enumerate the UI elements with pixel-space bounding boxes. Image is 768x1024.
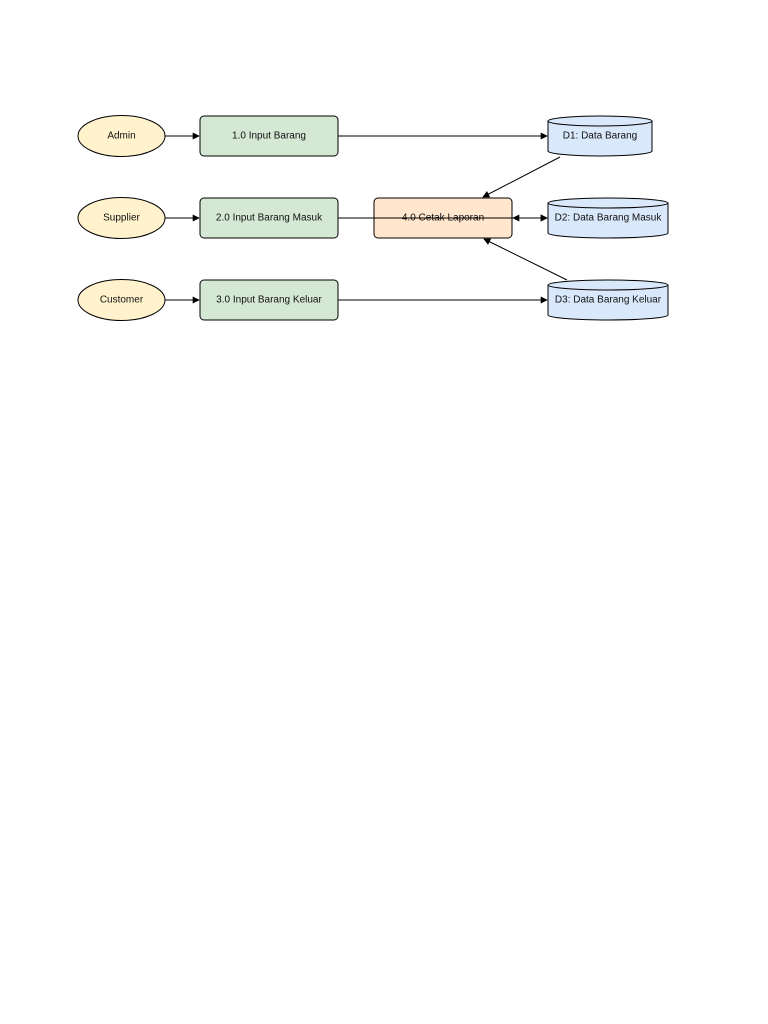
datastore-d3: D3: Data Barang Keluar: [547, 279, 669, 321]
datastore-d1: D1: Data Barang: [547, 115, 653, 157]
datastore-top: [547, 115, 653, 127]
process-input-barang-masuk: 2.0 Input Barang Masuk: [199, 197, 339, 239]
process-input-barang-keluar: 3.0 Input Barang Keluar: [199, 279, 339, 321]
entity-label: Supplier: [103, 213, 140, 224]
flow-d3-to-cetak-laporan: [483, 238, 568, 281]
process-shape: [199, 197, 339, 239]
entity-label: Customer: [100, 295, 144, 306]
entity-shape: [77, 197, 166, 239]
entity-supplier: Supplier: [77, 197, 166, 239]
process-label: 1.0 Input Barang: [232, 131, 306, 142]
datastore-body: [547, 285, 669, 321]
datastore-d2: D2: Data Barang Masuk: [547, 197, 669, 239]
entity-label: Admin: [107, 131, 135, 142]
flow-d1-to-cetak-laporan: [482, 156, 561, 198]
datastore-top: [547, 197, 669, 209]
datastore-label: D3: Data Barang Keluar: [555, 295, 662, 306]
process-label: 3.0 Input Barang Keluar: [216, 295, 322, 306]
datastore-label: D2: Data Barang Masuk: [555, 213, 663, 224]
entity-shape: [77, 115, 166, 157]
datastore-label: D1: Data Barang: [563, 131, 638, 142]
entity-admin: Admin: [77, 115, 166, 157]
entity-shape: [77, 279, 166, 321]
datastore-top: [547, 279, 669, 291]
datastore-body: [547, 121, 653, 157]
process-label: 2.0 Input Barang Masuk: [216, 213, 323, 224]
process-cetak-laporan: 4.0 Cetak Laporan: [373, 197, 513, 239]
process-shape: [199, 115, 339, 157]
process-shape: [199, 279, 339, 321]
datastore-body: [547, 203, 669, 239]
entity-customer: Customer: [77, 279, 166, 321]
process-input-barang: 1.0 Input Barang: [199, 115, 339, 157]
